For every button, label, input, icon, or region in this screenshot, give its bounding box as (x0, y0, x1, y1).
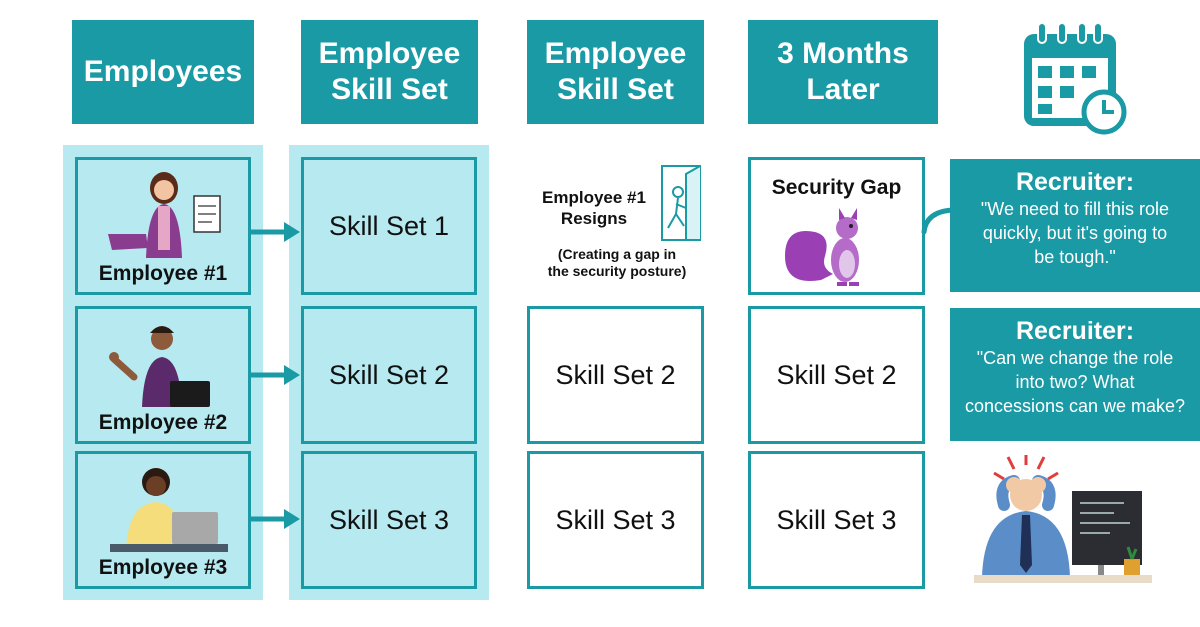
employee-3-illustration (110, 468, 228, 552)
employee-3-label: Employee #3 (98, 556, 228, 579)
employee-card-1: Employee #1 (75, 157, 251, 295)
recruiter-1-title: Recruiter: (1015, 168, 1135, 196)
employee-card-3: Employee #3 (75, 451, 251, 589)
security-gap-title: Security Gap (771, 176, 902, 199)
resign-note: (Creating a gap in the security posture) (547, 246, 687, 279)
stressed-person-icon (974, 455, 1152, 583)
arrow-right-icon (250, 509, 300, 529)
employee-1-illustration (108, 172, 221, 258)
recruiter-1-quote: "We need to fill this role quickly, but … (980, 199, 1170, 267)
later-skill-set-box-3: Skill Set 3 (748, 451, 925, 589)
header-employees: Employees (72, 20, 254, 124)
arrow-right-icon (250, 365, 300, 385)
skill-set-box-3: Skill Set 3 (301, 451, 477, 589)
employee-2-label: Employee #2 (98, 411, 228, 434)
skill-set-box-2: Skill Set 2 (301, 306, 477, 444)
employee-2-illustration (109, 326, 210, 407)
header-three-months-later: 3 Months Later (748, 20, 938, 124)
after-skill-set-box-3: Skill Set 3 (527, 451, 704, 589)
recruiter-quote-1: Recruiter: "We need to fill this role qu… (950, 159, 1200, 292)
resign-title: Employee #1 Resigns (542, 188, 646, 228)
connector-curve (921, 207, 955, 235)
employee-card-2: Employee #2 (75, 306, 251, 444)
exit-door-icon (661, 165, 701, 241)
recruiter-2-quote: "Can we change the role into two? What c… (964, 348, 1186, 416)
squirrel-icon (785, 208, 859, 286)
employee-1-label: Employee #1 (98, 262, 228, 285)
header-skill-set-after: Employee Skill Set (527, 20, 704, 124)
security-gap-box: Security Gap (748, 157, 925, 295)
recruiter-2-title: Recruiter: (1015, 317, 1135, 345)
calendar-clock-icon (1024, 22, 1127, 135)
header-skill-set: Employee Skill Set (301, 20, 478, 124)
later-skill-set-box-2: Skill Set 2 (748, 306, 925, 444)
after-skill-set-box-2: Skill Set 2 (527, 306, 704, 444)
skill-set-box-1: Skill Set 1 (301, 157, 477, 295)
recruiter-quote-2: Recruiter: "Can we change the role into … (950, 308, 1200, 441)
arrow-right-icon (250, 222, 300, 242)
